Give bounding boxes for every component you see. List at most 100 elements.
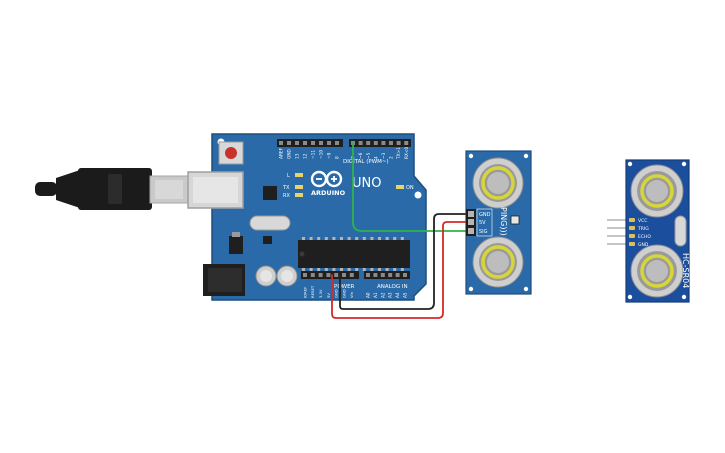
arduino-brand-text: ARDUINO [311,189,346,197]
header-pin[interactable] [295,141,299,145]
usb-cable[interactable] [35,168,189,210]
chip-leg [347,237,351,240]
header-pin[interactable] [366,141,371,145]
chip-leg [378,268,381,271]
chip-leg [385,268,389,271]
header-pin[interactable] [303,273,307,277]
usb-cable-strain-relief [35,182,57,196]
digital-pin-label: 2 [389,156,395,159]
header-pin[interactable] [327,141,331,145]
chip-leg [370,237,374,240]
header-pin[interactable] [380,273,385,277]
ping-pin[interactable] [468,228,474,234]
chip-leg [332,237,336,240]
arduino-model-text: UNO [352,176,381,191]
power-analog-header-pins[interactable] [303,273,407,277]
ping-mount-hole [468,286,474,292]
header-pin[interactable] [310,273,315,277]
chip-leg [302,237,305,240]
digital-pin-label: 8 [335,156,341,159]
chip-leg [309,237,313,240]
header-pin[interactable] [311,141,315,145]
chip-leg [347,268,351,271]
header-pin[interactable] [279,141,283,145]
ping-pin[interactable] [468,219,474,225]
hcsr04-pin-pad [629,226,635,230]
header-pin[interactable] [349,273,354,277]
digital-pin-label: 13 [295,153,301,159]
usb-cable-boot [56,170,80,208]
header-pin[interactable] [335,141,339,145]
analog-pin-label: A2 [380,292,385,298]
analog-header [364,271,410,279]
header-pin[interactable] [287,141,291,145]
digital-pin-label: ~10 [319,150,325,159]
header-pin[interactable] [303,141,307,145]
hcsr04-pin-label-trig: TRIG [637,226,649,232]
usb-controller-chip [263,186,277,200]
power-pin-label: IOREF [302,287,307,298]
analog-pin-label: A4 [395,292,400,298]
wire-green-signal[interactable] [352,142,473,232]
dc-jack-front [208,268,242,292]
small-component [263,236,272,244]
chip-leg [332,268,336,271]
atmega-chip-notch [299,251,305,257]
header-pin[interactable] [396,141,401,145]
ping-sensor[interactable]: GND 5V SIG PING))) [465,150,532,295]
analog-pin-label: A5 [403,292,408,298]
header-pin[interactable] [395,273,400,277]
hcsr04-pin-label-vcc: VCC [638,218,647,224]
analog-pin-label: A1 [373,292,378,298]
header-pin[interactable] [319,141,323,145]
digital-pin-label: ~6 [358,152,364,159]
header-pin[interactable] [373,141,378,145]
led-on-label: ON [406,185,414,191]
header-pin[interactable] [358,141,363,145]
hcsr04-transducer-bottom [630,244,684,298]
capacitor-top [260,270,272,282]
digital-pin-label: GND [287,148,293,159]
hcsr04-pin-pad [629,218,635,222]
power-pin-label: Vin [349,291,354,298]
header-pin[interactable] [381,141,386,145]
header-pin[interactable] [342,273,346,277]
ping-mount-hole [468,153,474,159]
header-pin[interactable] [326,273,331,277]
chip-leg [355,237,359,240]
header-pin[interactable] [318,273,323,277]
voltage-regulator [229,236,243,254]
wire-black-ground[interactable] [339,213,473,310]
wire-red-5v[interactable] [331,221,473,319]
header-pin[interactable] [403,273,407,277]
crystal-oscillator [249,215,291,231]
capacitor-top [281,270,293,282]
header-pin[interactable] [366,273,370,277]
atmega-chip-pins [302,268,404,271]
ping-transducer-top [472,157,524,209]
header-pin[interactable] [373,273,378,277]
ping-pin[interactable] [468,211,474,217]
power-header-label: POWER [334,284,355,290]
led-tx-label: TX [282,185,290,191]
header-pin[interactable] [334,273,339,277]
hcsr04-sensor[interactable]: VCC TRIG ECHO GND HC-SR04 [607,159,690,303]
reset-button[interactable] [225,147,237,159]
ping-sensor-name: PING))) [499,207,508,236]
led-rx-label: RX [283,193,290,199]
hcsr04-pin-label-echo: ECHO [638,234,651,240]
header-pin[interactable] [389,141,393,145]
hcsr04-mount-hole [681,161,687,167]
header-pin[interactable] [404,141,409,145]
digital-pin-label: ~3 [381,152,387,159]
digital-pin-label: AREF [279,147,285,159]
hcsr04-mount-hole [681,294,687,300]
digital-header-pins[interactable] [279,141,409,145]
digital-header-label: DIGITAL (PWM~) [343,159,389,165]
digital-header-right [349,139,411,147]
header-pin[interactable] [388,273,393,277]
